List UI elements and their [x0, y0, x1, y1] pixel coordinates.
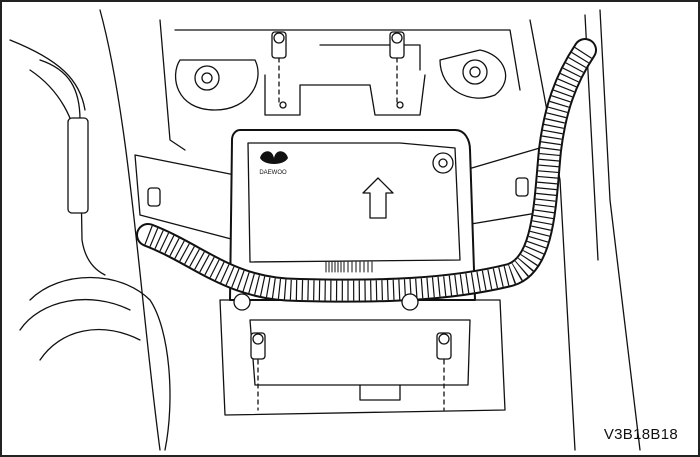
lower-plate-recess	[249, 319, 471, 386]
module-housing	[229, 129, 476, 301]
barcode	[325, 261, 373, 273]
logo-text: DAEWOO	[259, 170, 287, 176]
bolt-icon	[436, 332, 452, 411]
lower-plate-tab	[359, 384, 401, 401]
forward-arrow-icon	[362, 177, 394, 219]
bolt-icon	[194, 65, 220, 91]
bolt-icon	[432, 152, 454, 174]
bolt-icon	[401, 293, 419, 311]
bolt-icon	[233, 293, 251, 311]
wiring-harness	[136, 38, 597, 303]
bolt-icon	[271, 31, 287, 109]
bolt-icon	[250, 332, 266, 411]
bolt-icon	[462, 59, 488, 85]
module-cover	[247, 142, 461, 263]
logo-emblem-icon	[260, 151, 288, 164]
bolt-icon	[389, 31, 405, 109]
bracket-slot	[515, 177, 529, 197]
wire-connector	[67, 117, 89, 214]
bolts	[194, 31, 488, 411]
bracket-slot	[147, 187, 161, 207]
figure-label: V3B18B18	[603, 426, 678, 443]
daewoo-logo: DAEWOO	[259, 151, 288, 176]
